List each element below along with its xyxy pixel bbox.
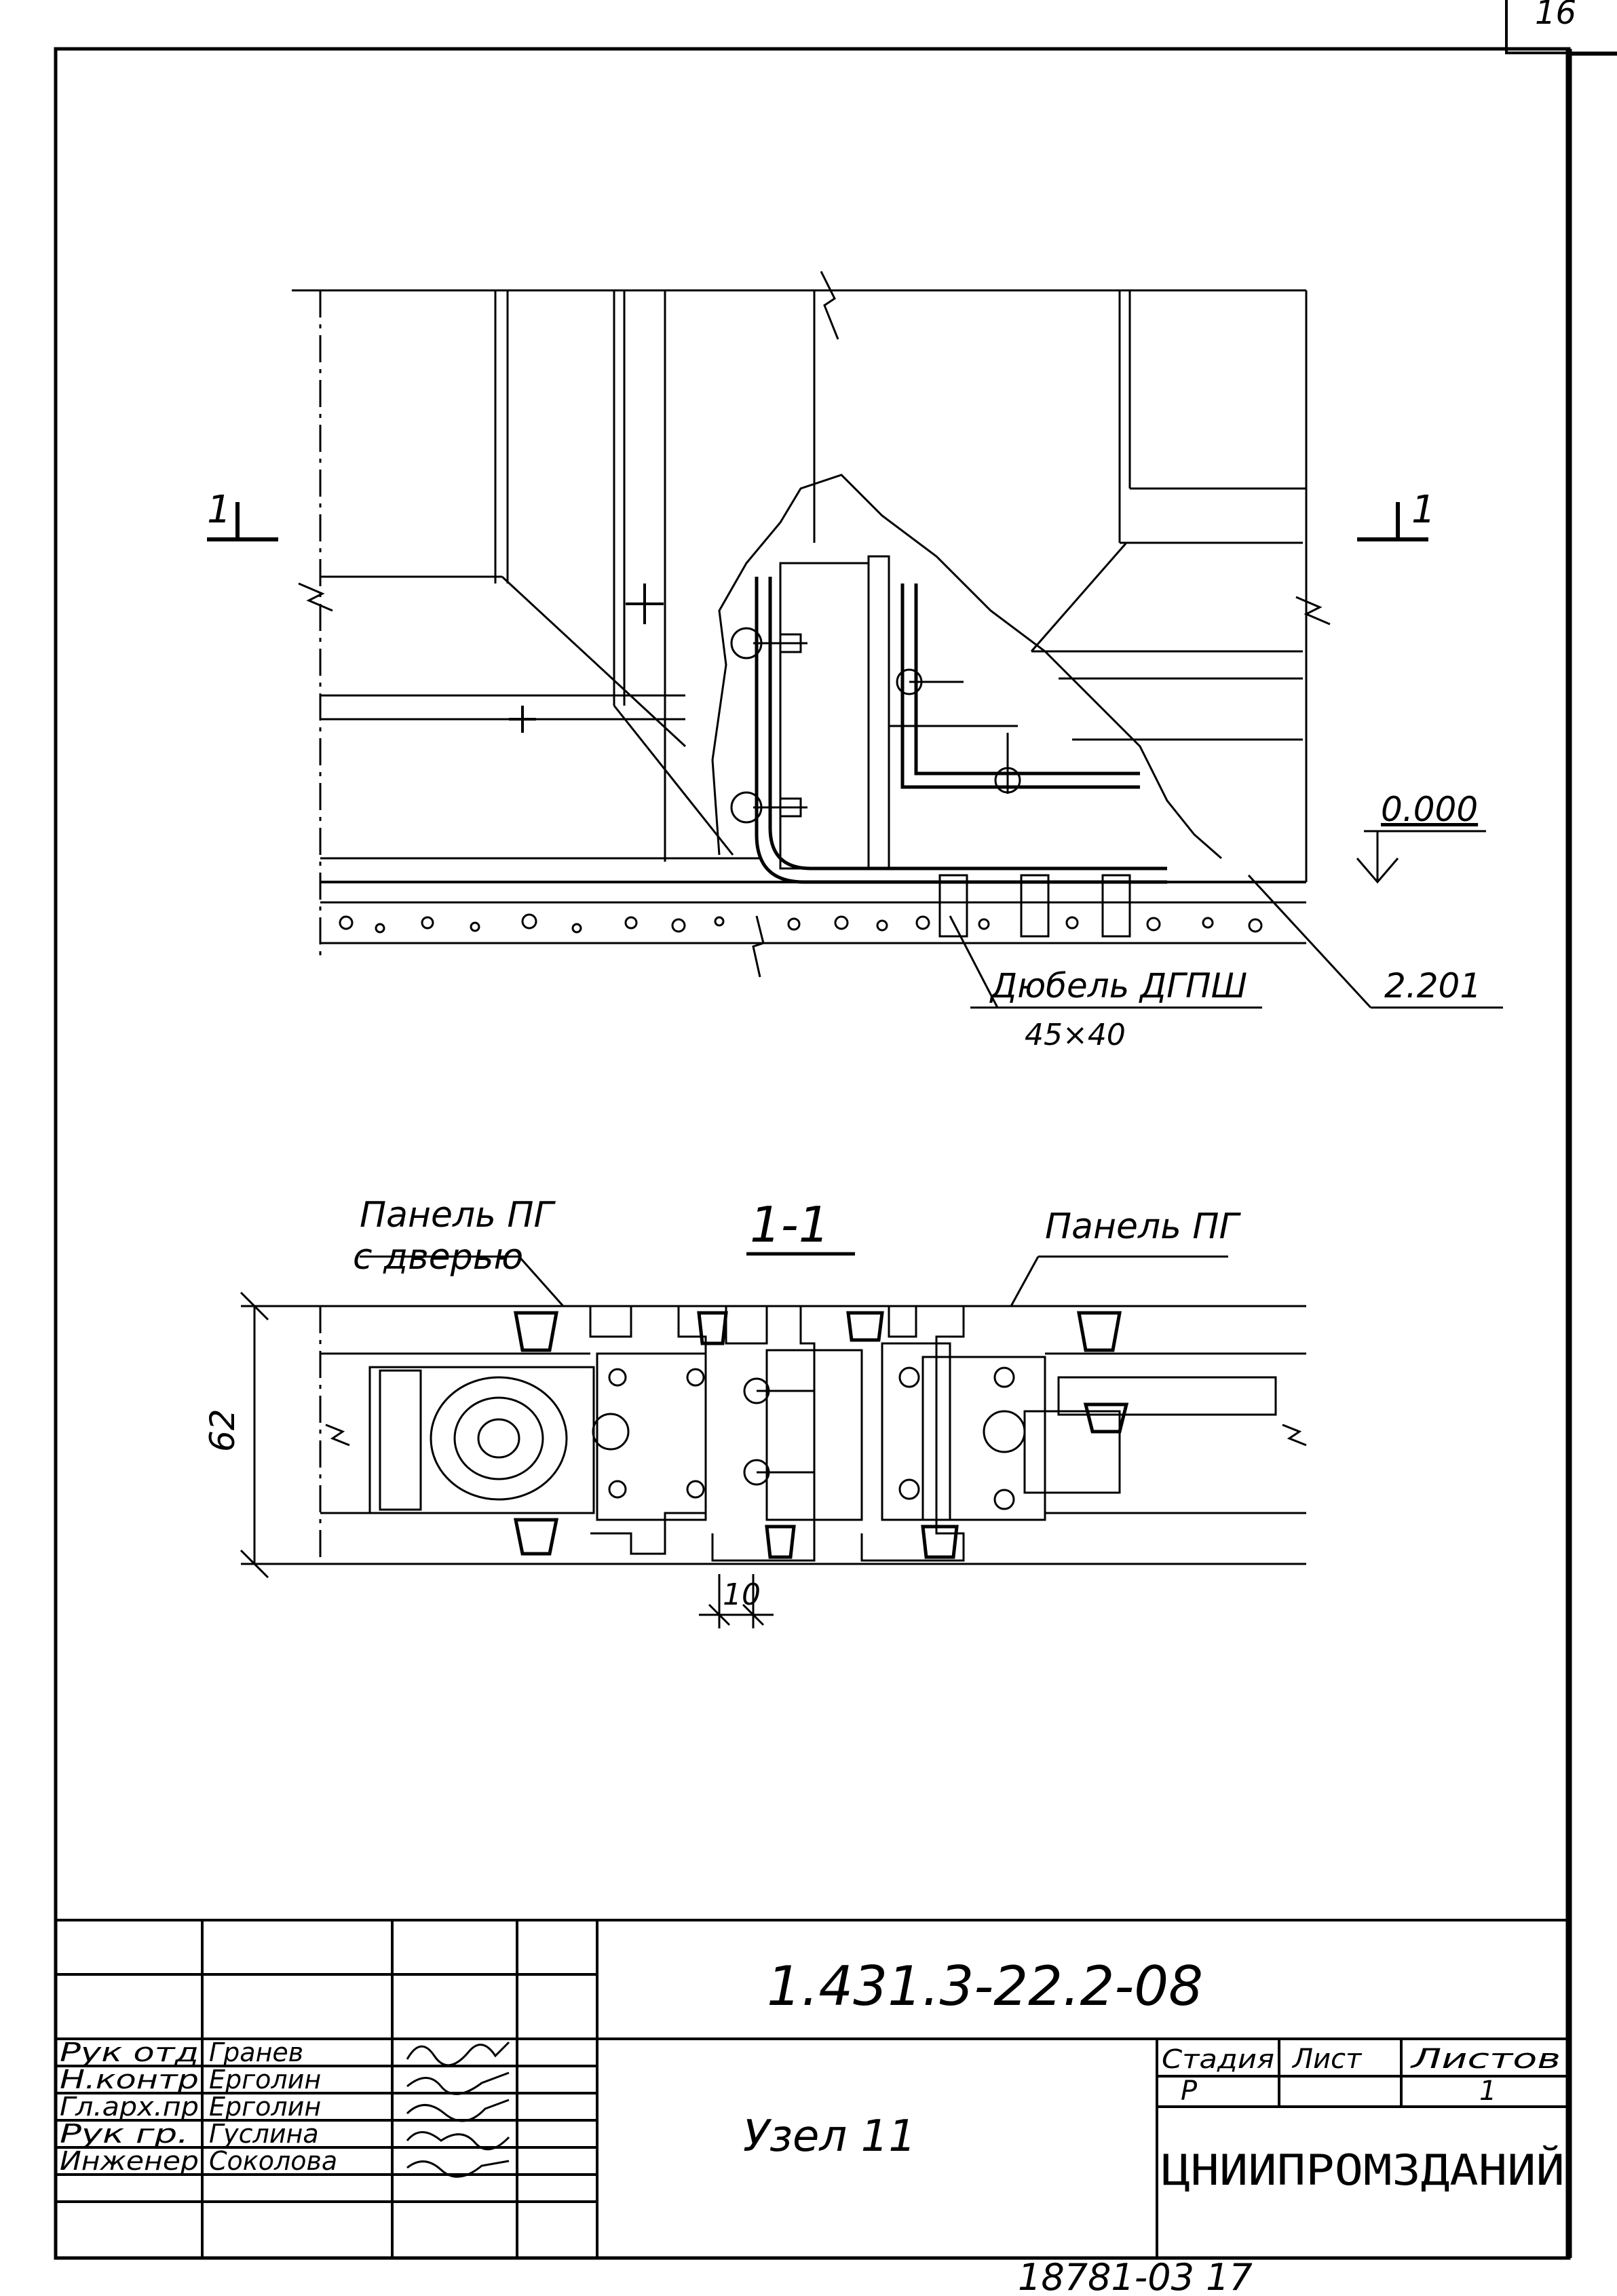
plan-view: [207, 271, 1503, 1009]
page-number: 16: [1535, 0, 1576, 32]
sheet-header: Лист: [1291, 2044, 1363, 2075]
signatures: [406, 2041, 510, 2178]
name-4: Гуслина: [209, 2119, 319, 2149]
bottom-note: 18781-03 17: [1018, 2256, 1253, 2296]
stage-value: Р: [1181, 2075, 1198, 2107]
panel-right-label: Панель ПГ: [1045, 1206, 1241, 1247]
sheets-value: 1: [1479, 2075, 1496, 2107]
role-3: Гл.арх.пр: [60, 2092, 199, 2122]
panel-left-line2: с дверью: [353, 1237, 523, 1278]
dimension-height: 62: [203, 1409, 242, 1452]
reference-label: 2.201: [1384, 966, 1481, 1006]
panel-left-line1: Панель ПГ: [360, 1195, 556, 1236]
sheets-header: Листов: [1409, 2044, 1561, 2075]
name-1: Гранев: [209, 2037, 303, 2067]
dowel-label: Дюбель ДГПШ: [989, 966, 1247, 1006]
role-5: Инженер: [60, 2146, 199, 2176]
section-mark-left: 1: [207, 488, 231, 532]
organization-name: ЦНИИПРОМЗДАНИЙ: [1162, 2145, 1565, 2195]
name-5: Соколова: [209, 2146, 337, 2176]
document-code: 1.431.3-22.2-08: [767, 1955, 1203, 2018]
role-1: Рук отд: [60, 2037, 199, 2067]
drawing-title: Узел 11: [743, 2111, 916, 2162]
floor-aggregate: [339, 913, 1263, 934]
name-2: Ерголин: [209, 2065, 321, 2094]
dowel-size: 45×40: [1025, 1018, 1126, 1052]
title-block-grid: [56, 1919, 1569, 2258]
section-title: 1-1: [750, 1196, 830, 1253]
section-mark-right: 1: [1411, 488, 1436, 532]
sheet-frame: [54, 0, 1617, 2260]
section-view: [240, 1252, 1307, 1628]
role-4: Рук гр.: [60, 2119, 189, 2149]
dimension-gap: 10: [723, 1577, 761, 1612]
level-label: 0.000: [1381, 790, 1478, 829]
role-2: Н.контр: [60, 2065, 199, 2094]
name-3: Ерголин: [209, 2092, 321, 2122]
stage-header: Стадия: [1162, 2044, 1274, 2074]
